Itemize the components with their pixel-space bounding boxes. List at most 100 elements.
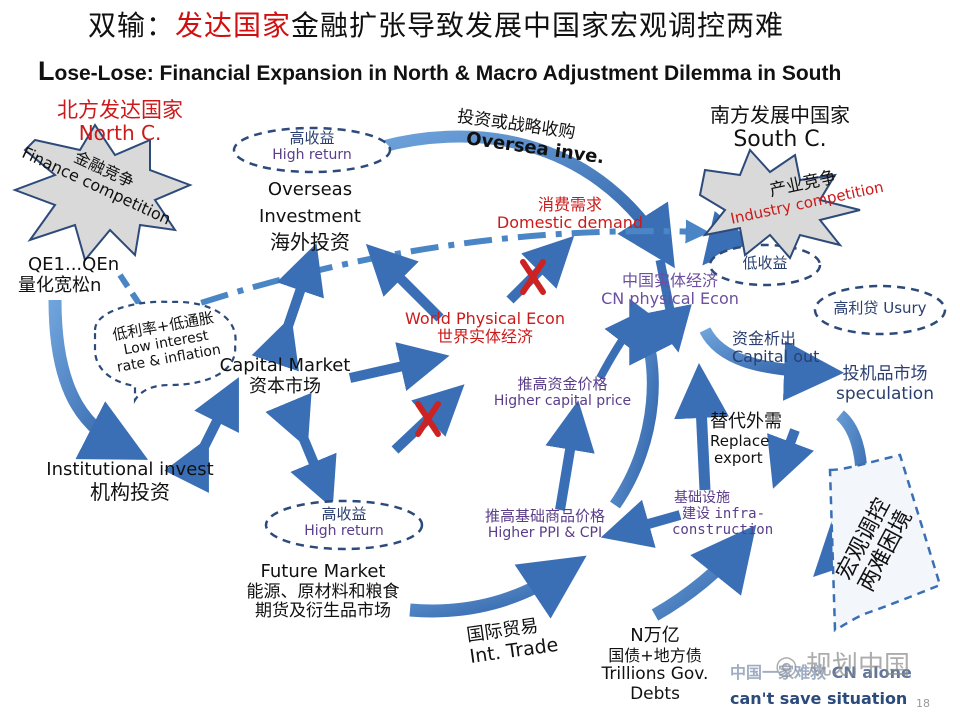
gov-debts-en1: Trillions Gov. xyxy=(601,664,709,685)
overseas-zh: 海外投资 xyxy=(270,230,350,255)
title-prefix: 双输： xyxy=(88,9,176,42)
cn-physical-en: CN physical Econ xyxy=(601,289,739,309)
future-market-zh1: 能源、原材料和粮食 xyxy=(246,581,400,602)
capital-out-en: Capital out xyxy=(732,347,820,367)
low-interest-bubble xyxy=(93,300,237,404)
industry-competition-starburst xyxy=(698,148,861,260)
overseas-investment: Overseas Investment 海外投资 xyxy=(250,179,370,255)
qe-to-institutional-arrow xyxy=(48,299,149,460)
institutional-en: Institutional invest xyxy=(46,459,214,480)
high-return-top: 高收益 High return xyxy=(252,129,372,164)
infra-zh1: 基础设施 xyxy=(674,490,730,506)
watermark-text: 规划中国 xyxy=(805,651,910,681)
usury-ellipse xyxy=(813,284,947,336)
gov-debts-en2: Debts xyxy=(630,683,680,704)
capital-future-arrow xyxy=(265,392,337,509)
low-return: 低收益 xyxy=(720,254,810,272)
cross-mark-upper xyxy=(520,259,546,295)
infra-en2: construction xyxy=(672,522,774,539)
gov-debts-zh: 国债+地方债 xyxy=(608,645,702,665)
cross-mark-lower xyxy=(415,401,441,437)
overseas-en2: Investment xyxy=(259,205,361,227)
page-title: 双输：发达国家金融扩张导致发展中国家宏观调控两难 xyxy=(88,9,785,42)
qe-en: QE1...QEn xyxy=(28,254,120,275)
page-number: 18 xyxy=(916,697,930,710)
cn-capital-out-arrow xyxy=(699,326,844,401)
capital-out: 资金析出 Capital out xyxy=(732,329,820,367)
speculation-zh: 投机品市场 xyxy=(842,364,928,384)
south-en: South C. xyxy=(733,127,827,152)
capital-market-zh: 资本市场 xyxy=(249,375,321,397)
south-zh: 南方发展中国家 xyxy=(710,103,850,127)
institutional-zh: 机构投资 xyxy=(90,479,170,504)
subtitle-first-letter: L xyxy=(38,56,55,86)
infra-to-ppi-arrow xyxy=(600,499,682,548)
higher-ppi-en: Higher PPI & CPI xyxy=(487,525,603,542)
gov-debts: N万亿 国债+地方债 Trillions Gov. Debts xyxy=(580,625,730,704)
world-physical-en: World Physical Econ xyxy=(405,309,565,328)
replace-export-en2: export xyxy=(714,448,763,467)
high-return-top-en: High return xyxy=(272,147,352,164)
high-return-bottom-en: High return xyxy=(304,523,384,540)
future-to-trade-arrow xyxy=(409,555,587,619)
usury-zh: 高利贷 xyxy=(833,299,879,317)
future-market: Future Market 能源、原材料和粮食 期货及衍生品市场 xyxy=(228,561,418,622)
domestic-demand: 消费需求 Domestic demand xyxy=(480,195,660,233)
cn-physical: 中国实体经济 CN physical Econ xyxy=(590,271,750,309)
footer-zh-faded: 中国一家难救 xyxy=(730,663,827,682)
high-return-bottom: 高收益 High return xyxy=(284,505,404,540)
replace-export-zh: 替代外需 xyxy=(710,411,782,432)
watermark-icon: ◎ xyxy=(775,651,798,681)
footer-en-faded: CN alone xyxy=(831,663,912,682)
watermark: ◎ 规划中国 xyxy=(775,651,910,682)
ppi-to-cn-arrow xyxy=(610,298,683,509)
replace-export-en1: Replace xyxy=(710,431,770,450)
higher-ppi-zh: 推高基础商品价格 xyxy=(484,507,605,525)
usury: 高利贷 Usury xyxy=(815,299,945,317)
future-market-en: Future Market xyxy=(260,561,386,582)
infra-zh2: 建设 xyxy=(682,506,710,523)
qe-label: QE1...QEn 量化宽松n xyxy=(18,254,120,296)
high-return-top-zh: 高收益 xyxy=(289,129,335,147)
right-side-down-arrow xyxy=(647,259,692,353)
future-market-zh2: 期货及衍生品市场 xyxy=(255,601,391,622)
capital-world-arrow xyxy=(348,342,450,391)
north-en: North C. xyxy=(78,121,162,146)
world-overseas-arrow xyxy=(365,243,444,322)
subtitle-rest: ose-Lose: Financial Expansion in North &… xyxy=(54,62,842,85)
gov-debts-n: N万亿 xyxy=(630,625,680,646)
higher-capital-price-zh: 推高资金价格 xyxy=(517,375,608,393)
footer-note: 中国一家难救 CN alone can't save situation xyxy=(730,663,912,709)
capital-market-en: Capital Market xyxy=(219,355,351,376)
infra-line2: 建设 infra- xyxy=(682,506,773,522)
domestic-demand-en: Domestic demand xyxy=(496,213,644,233)
page-subtitle: Lose-Lose: Financial Expansion in North … xyxy=(38,56,841,87)
debts-to-infra-arrow xyxy=(651,524,757,621)
north-zh: 北方发达国家 xyxy=(57,98,183,122)
title-rest: 金融扩张导致发展中国家宏观调控两难 xyxy=(291,9,785,42)
capital-overseas-arrow xyxy=(251,243,324,372)
higher-capital-price-en: Higher capital price xyxy=(493,393,632,410)
capital-out-zh: 资金析出 xyxy=(732,329,797,348)
replace-export: 替代外需 Replace export xyxy=(710,411,782,467)
institutional-invest: Institutional invest 机构投资 xyxy=(30,459,230,504)
north-label: 北方发达国家 North C. xyxy=(40,98,200,145)
finance-competition-starburst xyxy=(12,123,193,263)
high-return-top-ellipse xyxy=(232,126,392,174)
high-return-bottom-ellipse xyxy=(264,499,424,551)
cn-physical-zh: 中国实体经济 xyxy=(621,271,718,290)
oversea-investment-arrow xyxy=(368,130,675,269)
institutional-capital-arrow xyxy=(164,377,239,494)
qe-zh: 量化宽松n xyxy=(18,274,102,296)
world-physical: World Physical Econ 世界实体经济 xyxy=(390,309,580,347)
higher-ppi: 推高基础商品价格 Higher PPI & CPI xyxy=(460,507,630,542)
ppi-to-capital-price-arrow xyxy=(545,400,595,511)
higher-capital-price: 推高资金价格 Higher capital price xyxy=(480,375,645,410)
usury-en: Usury xyxy=(883,299,927,317)
low-return-ellipse xyxy=(708,243,822,287)
footer-en: can't save situation xyxy=(730,689,908,709)
speculation: 投机品市场 speculation xyxy=(830,364,940,404)
domestic-demand-zh: 消费需求 xyxy=(537,195,602,214)
capital-price-to-cn-arrow xyxy=(596,309,645,380)
